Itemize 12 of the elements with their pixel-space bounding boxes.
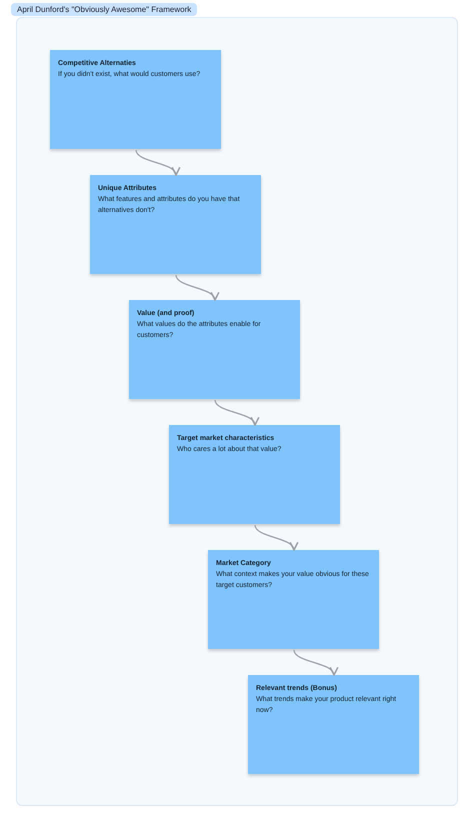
curved-arrow [254,524,296,551]
curved-arrow [135,150,178,176]
curved-arrow [175,274,218,301]
sticky-note [129,300,300,399]
sticky-note [90,175,261,274]
curved-arrow [214,400,258,426]
sticky-note [248,675,419,774]
sticky-note [169,425,340,524]
sticky-note [208,550,379,649]
curved-arrow [293,650,336,676]
frame-title: April Dunford's "Obviously Awesome" Framework [11,3,198,16]
sticky-note [50,50,221,149]
